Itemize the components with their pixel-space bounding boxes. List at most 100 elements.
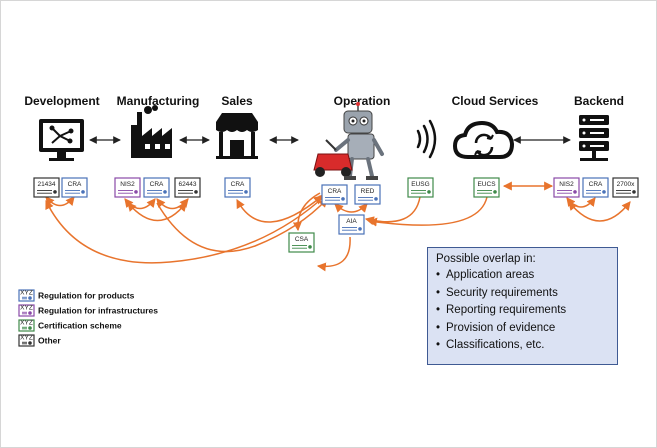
legend-badge-infrastructure: XYZ	[18, 304, 35, 317]
badge-seal	[493, 190, 497, 194]
badge-frame	[553, 177, 580, 198]
overlap-arrow-nis2-2700x	[568, 201, 631, 222]
wireless-signal-icon	[416, 119, 437, 159]
stage-label-sales: Sales	[221, 94, 253, 108]
badge-frame	[321, 184, 348, 205]
badge-frame	[18, 289, 35, 302]
stage-label-cloud-services: Cloud Services	[452, 94, 539, 108]
badge-label: 62443	[178, 181, 196, 188]
badge-label: NIS2	[120, 181, 135, 188]
badge-eusg: EUSG	[407, 177, 434, 198]
badge-frame	[582, 177, 609, 198]
robot-mower-icon	[313, 102, 384, 180]
overlap-arrow-aia-to-csa	[316, 236, 351, 272]
badge-62443: 62443	[174, 177, 201, 198]
badge-frame	[473, 177, 500, 198]
overlap-arrows	[45, 181, 631, 272]
badge-seal	[341, 197, 345, 201]
cloud-sync-icon	[452, 120, 515, 159]
badge-label: EUCS	[477, 181, 496, 188]
badge-cra: CRA	[321, 184, 348, 205]
monitor-icon	[39, 119, 84, 161]
badge-seal	[358, 227, 362, 231]
badge-frame	[407, 177, 434, 198]
badge-frame	[338, 214, 365, 235]
badge-seal	[28, 311, 32, 315]
server-icon	[579, 115, 609, 161]
badge-seal	[194, 190, 198, 194]
legend-label: Regulation for products	[38, 291, 135, 301]
badge-label: XYZ	[20, 320, 33, 327]
badge-seal	[632, 190, 636, 194]
badge-frame	[33, 177, 60, 198]
badge-label: XYZ	[20, 305, 33, 312]
overlap-item: Provision of evidence	[436, 320, 609, 338]
badge-eucs: EUCS	[473, 177, 500, 198]
overlap-title: Possible overlap in:	[436, 253, 536, 265]
badge-label: 2700x	[617, 181, 635, 188]
overlap-arrow-dev-to-operation	[45, 193, 328, 264]
badge-seal	[244, 190, 248, 194]
badge-label: EUSG	[411, 181, 429, 188]
badge-label: XYZ	[20, 290, 33, 297]
stage-label-manufacturing: Manufacturing	[117, 94, 200, 108]
badge-frame	[143, 177, 170, 198]
badge-label: NIS2	[559, 181, 574, 188]
badge-seal	[134, 190, 138, 194]
badge-label: AIA	[346, 218, 357, 225]
stage-label-development: Development	[24, 94, 99, 108]
stage-label-backend: Backend	[574, 94, 624, 108]
legend-label: Regulation for infrastructures	[38, 306, 158, 316]
legend-badge-other: XYZ	[18, 334, 35, 347]
badge-frame	[114, 177, 141, 198]
badge-frame	[354, 184, 381, 205]
badge-seal	[28, 326, 32, 330]
overlap-item: Reporting requirements	[436, 302, 609, 320]
badge-frame	[174, 177, 201, 198]
overlap-item: Classifications, etc.	[436, 337, 609, 355]
badge-seal	[28, 341, 32, 345]
legend-badge-certification: XYZ	[18, 319, 35, 332]
badge-frame	[18, 319, 35, 332]
badge-label: CRA	[68, 181, 82, 188]
badge-nis2: NIS2	[553, 177, 580, 198]
badge-seal	[308, 245, 312, 249]
badge-red: RED	[354, 184, 381, 205]
badge-frame	[224, 177, 251, 198]
badge-cra: CRA	[582, 177, 609, 198]
badge-frame	[18, 304, 35, 317]
stage-label-operation: Operation	[334, 94, 391, 108]
badge-21434: 21434	[33, 177, 60, 198]
overlap-list: Application areas Security requirements …	[436, 267, 609, 355]
badge-seal	[163, 190, 167, 194]
badge-seal	[427, 190, 431, 194]
badge-seal	[28, 296, 32, 300]
badge-frame	[61, 177, 88, 198]
overlap-item: Application areas	[436, 267, 609, 285]
badge-nis2: NIS2	[114, 177, 141, 198]
overlap-arrow-operation-to-csa	[292, 192, 321, 232]
badge-label: CRA	[328, 188, 342, 195]
badge-label: CRA	[589, 181, 603, 188]
badge-label: CRA	[150, 181, 164, 188]
badge-seal	[573, 190, 577, 194]
overlap-arrow-cra-red	[334, 203, 368, 213]
badge-frame	[288, 232, 315, 253]
badge-seal	[374, 197, 378, 201]
factory-icon	[131, 105, 172, 158]
badge-cra: CRA	[143, 177, 170, 198]
overlap-arrow-nis2-62443	[127, 202, 187, 222]
badge-label: XYZ	[20, 335, 33, 342]
badge-label: CRA	[231, 181, 245, 188]
legend-badge-product: XYZ	[18, 289, 35, 302]
badge-seal	[53, 190, 57, 194]
badge-label: CSA	[295, 236, 309, 243]
badge-seal	[81, 190, 85, 194]
badge-label: RED	[361, 188, 375, 195]
badge-csa: CSA	[288, 232, 315, 253]
badge-frame	[612, 177, 639, 198]
